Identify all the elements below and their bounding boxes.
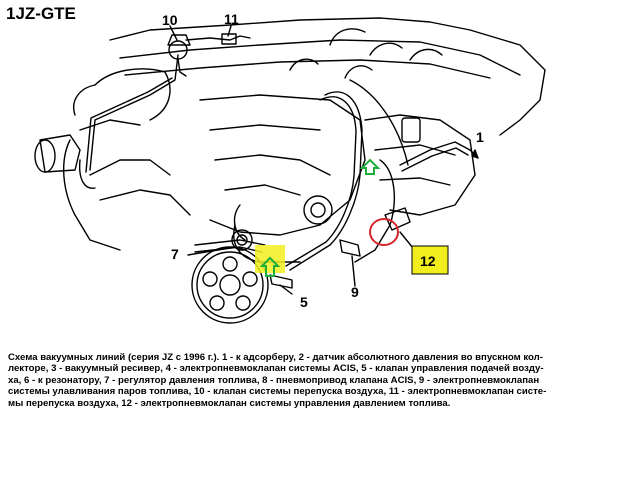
- vacuum-hose-to-1: [399, 141, 471, 166]
- highlight-green-arrow-lower: [259, 256, 281, 277]
- callout-7: 7: [171, 246, 179, 262]
- callout-1: 1: [476, 129, 484, 145]
- callout-10: 10: [162, 12, 178, 28]
- engine-upper-outline: [109, 17, 546, 136]
- vacuum-hose-left: [89, 54, 179, 171]
- callout-5: 5: [300, 294, 308, 310]
- caption-line-4: системы улавливания паров топлива, 10 - …: [8, 386, 547, 398]
- vacuum-hose-b: [354, 159, 395, 263]
- callout-12-box: [411, 245, 449, 275]
- caption-line-2: лекторе, 3 - вакуумный ресивер, 4 - элек…: [8, 363, 544, 375]
- engine-left-block: [62, 139, 121, 251]
- vacuum-hose-a: [289, 91, 363, 271]
- callout-9: 9: [351, 284, 359, 300]
- caption-line-1: Схема вакуумных линий (серия JZ с 1996 г…: [8, 352, 543, 363]
- caption-line-5: мы перепуска воздуха, 12 - электропневмо…: [8, 397, 451, 409]
- crank-pulley: [191, 246, 269, 324]
- engine-vacuum-diagram: [34, 17, 546, 324]
- caption-line-3: ха, 6 - к резонатору, 7 - регулятор давл…: [8, 374, 540, 386]
- callout-12: 12: [420, 253, 436, 269]
- highlight-green-arrow-upper: [359, 158, 381, 175]
- page-title: 1JZ-GTE: [6, 4, 76, 23]
- highlight-red-circle: [369, 218, 399, 246]
- callout-11: 11: [224, 11, 239, 27]
- diagram-caption: Схема вакуумных линий (серия JZ с 1996 г…: [8, 352, 614, 409]
